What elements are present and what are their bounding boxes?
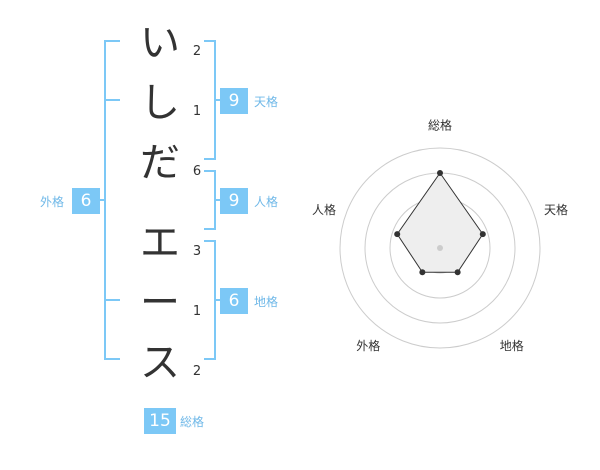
jinkaku-badge: 9 bbox=[220, 188, 248, 214]
gaikaku-tick-upper bbox=[104, 99, 120, 101]
name-char-1: い bbox=[140, 20, 180, 66]
name-char-6: ス bbox=[140, 340, 180, 386]
jinkaku-connector bbox=[214, 199, 222, 201]
radar-axis-label-3: 地格 bbox=[500, 338, 524, 353]
chikaku-connector bbox=[214, 299, 222, 301]
soukaku-label: 総格 bbox=[180, 415, 205, 429]
radar-point-1 bbox=[437, 170, 443, 176]
tenkaku-badge: 9 bbox=[220, 88, 248, 114]
stroke-count-2: 1 bbox=[192, 104, 202, 119]
gaikaku-label: 外格 bbox=[40, 195, 65, 209]
tenkaku-label: 天格 bbox=[254, 95, 279, 109]
radar-axis-label-2: 天格 bbox=[544, 202, 568, 217]
name-char-4: エ bbox=[140, 220, 180, 266]
radar-grid-ring bbox=[339, 147, 541, 349]
radar-point-4 bbox=[419, 269, 426, 276]
radar-axis-label-4: 外格 bbox=[356, 338, 380, 353]
name-char-2: し bbox=[140, 80, 180, 126]
gaikaku-badge: 6 bbox=[72, 188, 100, 214]
radar-axis-label-1: 総格 bbox=[428, 118, 452, 133]
soukaku-badge: 15 bbox=[144, 408, 176, 434]
radar-area bbox=[396, 172, 484, 273]
radar-point-3 bbox=[454, 269, 461, 276]
stroke-count-4: 3 bbox=[192, 244, 202, 259]
stroke-count-5: 1 bbox=[192, 304, 202, 319]
gaikaku-connector bbox=[98, 199, 106, 201]
jinkaku-label: 人格 bbox=[254, 195, 279, 209]
gaikaku-tick-lower bbox=[104, 299, 120, 301]
radar-point-5 bbox=[394, 231, 401, 238]
name-char-5: ー bbox=[140, 280, 180, 326]
tenkaku-connector bbox=[214, 99, 222, 101]
stroke-count-3: 6 bbox=[192, 164, 202, 179]
chikaku-badge: 6 bbox=[220, 288, 248, 314]
radar-axis-label-5: 人格 bbox=[312, 202, 336, 217]
stroke-count-1: 2 bbox=[192, 44, 202, 59]
radar-point-2 bbox=[479, 231, 486, 238]
chikaku-label: 地格 bbox=[254, 295, 279, 309]
gaikaku-bracket bbox=[104, 40, 120, 360]
stroke-count-6: 2 bbox=[192, 364, 202, 379]
radar-center-dot bbox=[437, 245, 443, 251]
name-char-3: だ bbox=[140, 140, 180, 186]
